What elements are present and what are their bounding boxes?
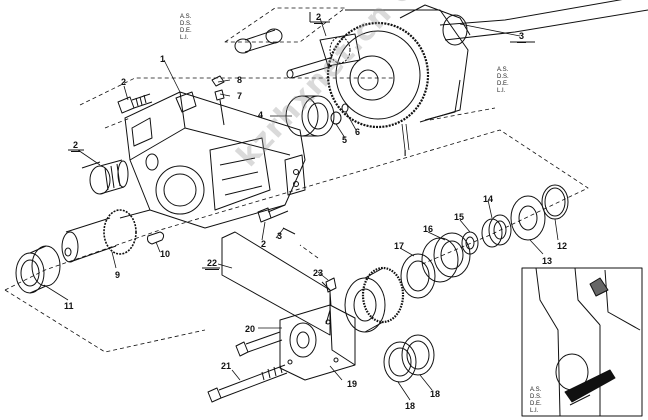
threaded-ring-nut [344,266,405,333]
callout-2-top: 2 [314,12,324,24]
callout-11: 11 [64,301,74,311]
dashed-reference-lines [4,7,589,353]
callout-8: 8 [237,75,243,85]
callout-20: 20 [245,324,256,334]
callout-23: 23 [313,268,324,278]
drive-gear-assembly [234,0,648,129]
note-inset: A.S. D.S. D.E. L.I. [530,387,542,414]
callout-5: 5 [342,135,348,145]
callout-18-right: 18 [430,389,441,399]
callout-2-bolt: 2 [121,77,127,87]
callout-18-left: 18 [405,401,416,411]
callout-3-lower: 3 [277,231,283,241]
bolts-lower [207,204,296,403]
callout-16: 16 [423,224,434,234]
cover-plate [221,231,331,336]
callout-15: 15 [454,212,465,222]
callout-2-worm: 2 [71,140,81,152]
note-top: A.S. D.S. D.E. L.I. [180,14,192,41]
bearing-and-fasteners [211,75,349,137]
callout-1: 1 [160,54,166,64]
callout-7: 7 [237,91,243,101]
callout-21: 21 [221,361,232,371]
callout-17: 17 [394,241,405,251]
callout-12: 12 [557,241,568,251]
callout-2-lower: 2 [261,239,267,249]
rings-lower [383,334,435,383]
callout-10: 10 [160,249,171,259]
bolt-upper-left [117,93,153,114]
gearbox-housing [124,91,306,229]
pinion-shaft [61,209,151,263]
callout-19: 19 [347,379,358,389]
callout-4: 4 [258,110,264,120]
key-part [147,231,165,245]
callout-section-mark: I [404,149,407,158]
callout-13: 13 [542,256,553,266]
leader-lines [43,17,559,401]
callout-22: 22 [205,258,220,270]
callout-6: 6 [355,127,361,137]
inset-detail [521,267,643,417]
grease-nipple [325,277,337,325]
callout-3-top: 3 [517,31,527,43]
end-cap-housing [279,304,356,381]
callout-14: 14 [483,194,494,204]
callout-9: 9 [115,270,121,280]
worm-shaft [81,159,129,195]
note-right: A.S. D.S. D.E. L.I. [497,67,509,94]
roller-bearing-left [15,245,61,294]
